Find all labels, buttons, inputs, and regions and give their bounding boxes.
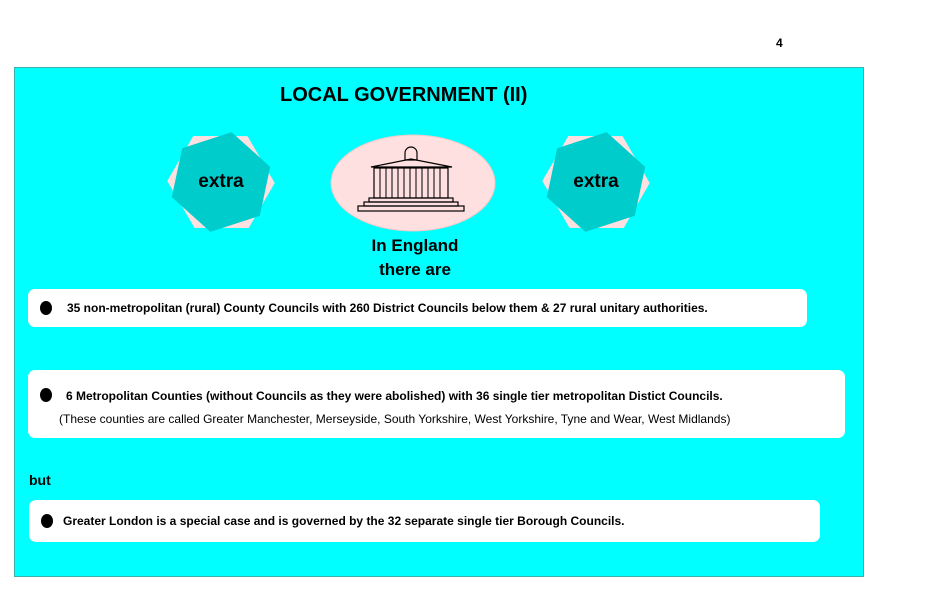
slide-title: LOCAL GOVERNMENT (II) bbox=[280, 84, 528, 106]
hexagon-badge-right bbox=[542, 132, 650, 232]
subtitle: In England there are bbox=[345, 234, 485, 282]
subtitle-line-1: In England bbox=[371, 236, 459, 255]
bullet-icon bbox=[41, 514, 53, 528]
slide: LOCAL GOVERNMENT (II) extra extra In Eng… bbox=[14, 67, 864, 577]
item-text: 6 Metropolitan Counties (without Council… bbox=[66, 389, 723, 403]
list-item: 6 Metropolitan Counties (without Council… bbox=[28, 370, 845, 438]
connector-text: but bbox=[29, 472, 51, 488]
item-note: (These counties are called Greater Manch… bbox=[59, 412, 731, 426]
bullet-icon bbox=[40, 388, 52, 402]
government-building-icon bbox=[330, 134, 496, 232]
page-number: 4 bbox=[776, 36, 783, 50]
badge-label-right: extra bbox=[573, 171, 619, 192]
item-text: Greater London is a special case and is … bbox=[63, 514, 625, 528]
item-text: 35 non-metropolitan (rural) County Counc… bbox=[67, 301, 708, 315]
hexagon-badge-left bbox=[167, 132, 275, 232]
list-item: Greater London is a special case and is … bbox=[29, 500, 820, 542]
subtitle-line-2: there are bbox=[379, 260, 451, 279]
badge-label-left: extra bbox=[198, 171, 244, 192]
bullet-icon bbox=[40, 301, 52, 315]
list-item: 35 non-metropolitan (rural) County Counc… bbox=[28, 289, 807, 327]
